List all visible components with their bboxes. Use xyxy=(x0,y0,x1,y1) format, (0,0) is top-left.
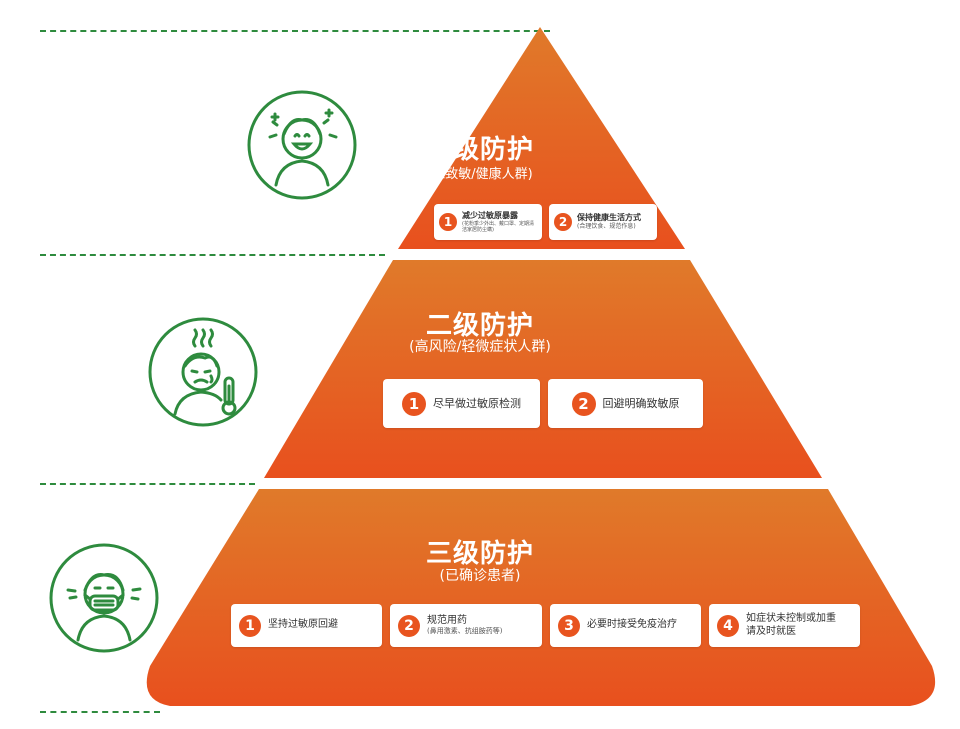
tier1-item-2: 2 保持健康生活方式 (合理饮食、规范作息) xyxy=(549,204,657,240)
divider-bottom xyxy=(40,711,160,713)
tier3-item-4-label: 如症状未控制或加重请及时就医 xyxy=(746,613,836,637)
divider-top xyxy=(40,30,550,32)
feverish-face-thermometer-icon xyxy=(147,316,259,428)
tier1-title: 一级防护 xyxy=(425,135,534,165)
tier3-item-4: 4 如症状未控制或加重请及时就医 xyxy=(709,604,860,647)
masked-face-icon xyxy=(48,542,160,654)
tier3-item-1: 1 坚持过敏原回避 xyxy=(231,604,382,647)
tier1-item-1-note: (花粉季少外出、戴口罩、定期清洁家居防尘螨) xyxy=(462,220,534,233)
tier2-item-1-label: 尽早做过敏原检测 xyxy=(433,396,521,410)
number-badge: 3 xyxy=(558,614,580,637)
number-badge: 1 xyxy=(402,391,426,416)
tier3-item-3-label: 必要时接受免疫治疗 xyxy=(587,619,677,631)
tier1-subtitle: (未致敏/健康人群) xyxy=(427,167,533,182)
tier2-subtitle: (高风险/轻微症状人群) xyxy=(409,339,551,355)
happy-face-icon xyxy=(246,89,358,201)
pyramid-tier-2 xyxy=(264,260,822,478)
tier2-item-2-label: 回避明确致敏原 xyxy=(602,396,680,410)
tier2-title: 二级防护 xyxy=(425,311,534,341)
tier3-item-2-note: (鼻用激素、抗组胺药等) xyxy=(427,627,503,636)
tier1-item-1-label: 减少过敏原暴露 xyxy=(462,210,518,220)
tier3-item-1-label: 坚持过敏原回避 xyxy=(268,619,338,631)
tier2-item-1: 1 尽早做过敏原检测 xyxy=(383,379,540,428)
number-badge: 2 xyxy=(398,614,420,637)
number-badge: 2 xyxy=(571,391,596,416)
pyramid-tier-3 xyxy=(146,489,936,706)
number-badge: 1 xyxy=(439,213,457,231)
number-badge: 1 xyxy=(239,614,261,637)
divider-2 xyxy=(40,483,255,485)
tier2-item-2: 2 回避明确致敏原 xyxy=(548,379,703,428)
tier3-title: 三级防护 xyxy=(425,539,534,569)
tier3-item-2-label: 规范用药 xyxy=(427,614,467,626)
tier1-item-2-label: 保持健康生活方式 xyxy=(577,213,641,223)
pyramid-tier-1 xyxy=(398,27,685,249)
tier3-item-2: 2 规范用药 (鼻用激素、抗组胺药等) xyxy=(390,604,542,647)
tier3-subtitle: (已确诊患者) xyxy=(439,568,521,584)
divider-1 xyxy=(40,254,385,256)
tier3-item-3: 3 必要时接受免疫治疗 xyxy=(550,604,701,647)
tier1-item-1: 1 减少过敏原暴露 (花粉季少外出、戴口罩、定期清洁家居防尘螨) xyxy=(434,204,542,240)
number-badge: 4 xyxy=(717,614,739,637)
tier1-item-2-note: (合理饮食、规范作息) xyxy=(577,223,636,231)
number-badge: 2 xyxy=(554,213,572,231)
